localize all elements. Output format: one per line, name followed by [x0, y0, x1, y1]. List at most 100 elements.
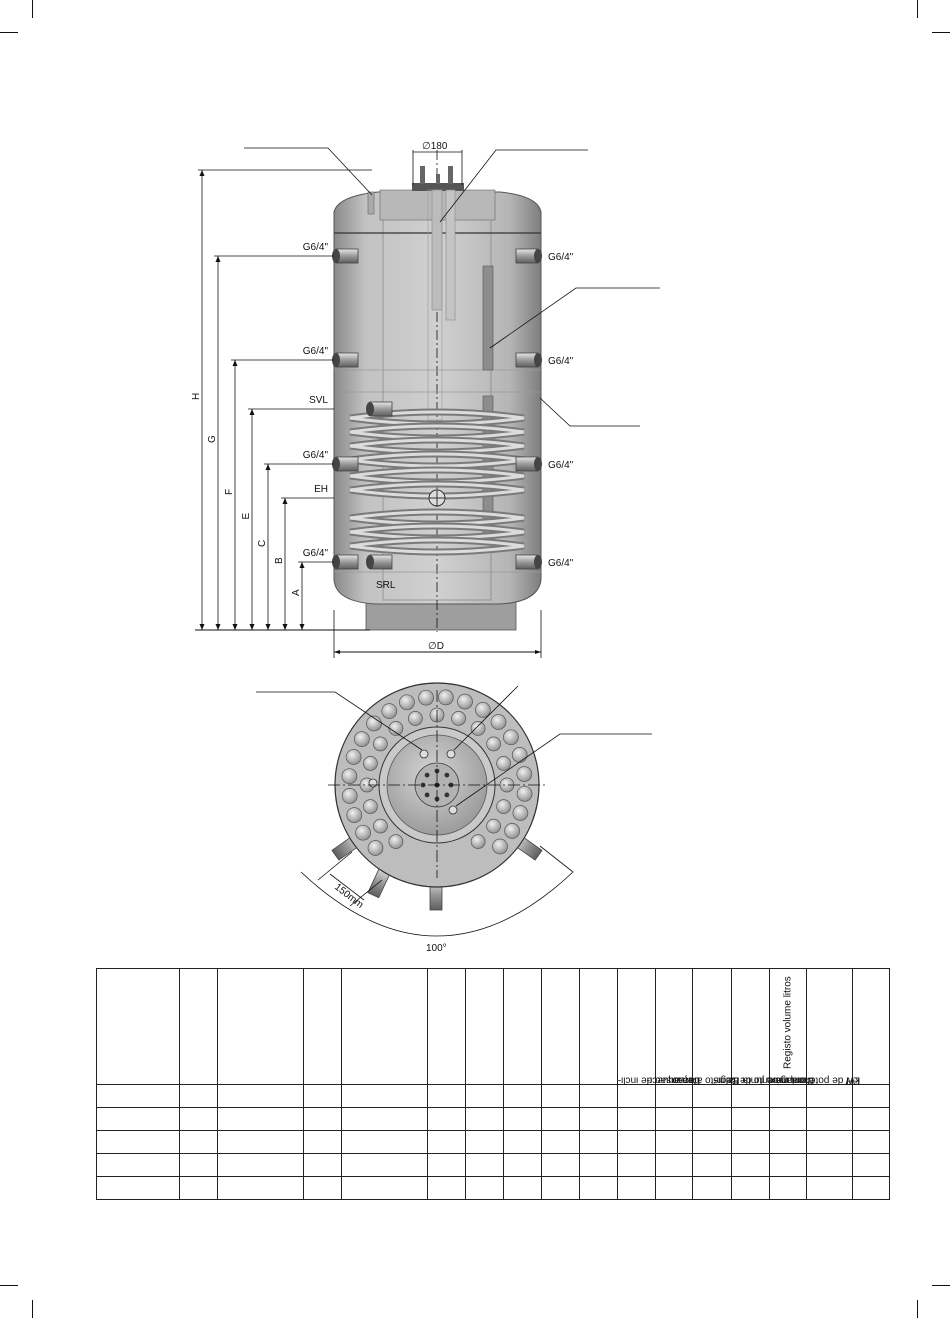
- dim-angle: 100°: [426, 943, 447, 954]
- table-cell: [617, 1130, 656, 1154]
- coil-turn: [349, 538, 525, 554]
- table-row: [96, 1176, 890, 1200]
- pipe-nipple: [332, 456, 359, 472]
- table-cell: [806, 1084, 853, 1108]
- insulation-hole: [516, 785, 533, 802]
- insulation-hole: [399, 694, 415, 711]
- table-header-cell: [217, 968, 304, 1085]
- height-dim-label: G: [207, 435, 218, 443]
- table-header-cell: EH de potência máx.kW: [767, 968, 890, 1086]
- coil-turn: [349, 410, 525, 426]
- table-cell: [427, 1153, 466, 1177]
- table-cell: [692, 1153, 732, 1177]
- insulation-hole: [381, 703, 398, 719]
- pipe-nipple: [366, 401, 393, 417]
- flange-bolt: [444, 772, 450, 778]
- table-cell: [731, 1176, 770, 1200]
- table-cell: [769, 1130, 807, 1154]
- crop-mark: [917, 0, 918, 18]
- height-dim-label: F: [224, 489, 235, 495]
- insulation-hole: [511, 747, 528, 763]
- table-cell: [617, 1176, 656, 1200]
- connection-label-left: SVL: [309, 395, 328, 406]
- crop-mark: [0, 32, 18, 33]
- header-label: Registo volume litros: [782, 976, 794, 1069]
- table-cell: [217, 1130, 304, 1154]
- table-cell: [541, 1176, 580, 1200]
- insulation-hole: [490, 714, 507, 730]
- insulation-hole: [516, 766, 533, 782]
- table-cell: [655, 1176, 693, 1200]
- table-cell: [427, 1130, 466, 1154]
- table-cell: [303, 1107, 342, 1131]
- vertical-header: EH de potência máx.kW: [767, 1074, 860, 1086]
- tank-elevation: ∅180 ∅D SRL HGFECBAG6/4"G6/4"SVLG6/4"EHG…: [191, 141, 660, 658]
- connection-label-right: G6/4": [548, 252, 574, 263]
- table-cell: [341, 1084, 428, 1108]
- connection-label-left: G6/4": [303, 346, 329, 357]
- height-dim-label: A: [291, 589, 302, 596]
- coil-turn: [349, 468, 525, 484]
- connection-label-left: G6/4": [303, 242, 329, 253]
- table-cell: [769, 1084, 807, 1108]
- table-row: [96, 1153, 890, 1177]
- pipe-nipple: [332, 248, 359, 264]
- table-cell: [731, 1153, 770, 1177]
- table-cell: [806, 1130, 853, 1154]
- table-cell: [427, 1107, 466, 1131]
- table-cell: [655, 1130, 693, 1154]
- table-header-cell: [579, 968, 618, 1085]
- table-cell: [179, 1176, 218, 1200]
- flange-bolt: [444, 792, 450, 798]
- insulation-hole: [475, 702, 491, 718]
- table-cell: [96, 1176, 180, 1200]
- table-cell: [179, 1084, 218, 1108]
- coil-turn: [349, 524, 525, 540]
- table-cell: [731, 1107, 770, 1131]
- table-cell: [503, 1107, 542, 1131]
- table-cell: [341, 1107, 428, 1131]
- vertical-header: Registo volume litros: [770, 970, 806, 1080]
- table-cell: [617, 1153, 656, 1177]
- connection-label-right: G6/4": [548, 460, 574, 471]
- table-row: [96, 1084, 890, 1108]
- table-cell: [692, 1130, 732, 1154]
- insulation-hole: [363, 799, 378, 814]
- table-cell: [179, 1130, 218, 1154]
- dim-spacing: 150mm: [332, 882, 365, 911]
- insulation-hole: [341, 788, 358, 804]
- pipe-nipple: [515, 248, 542, 264]
- insulation-hole: [366, 715, 382, 732]
- table-cell: [465, 1107, 504, 1131]
- crop-mark: [917, 1300, 918, 1318]
- insulation-hole: [345, 749, 362, 765]
- table-cell: [852, 1130, 890, 1154]
- insulation-hole: [486, 736, 501, 752]
- table-cell: [655, 1153, 693, 1177]
- table-header-cell: Dimensão de incli-nação: [618, 968, 732, 1086]
- table-cell: [503, 1176, 542, 1200]
- table-header-cell: [655, 968, 693, 1085]
- table-header-cell: Registo volume litros: [769, 968, 807, 1085]
- table-cell: [731, 1130, 770, 1154]
- table-cell: [427, 1084, 466, 1108]
- height-dimensions: HGFECBAG6/4"G6/4"SVLG6/4"EHG6/4"G6/4"G6/…: [191, 169, 574, 631]
- table-cell: [579, 1130, 618, 1154]
- table-header-cell: Registo área aqueci-da m²: [647, 968, 770, 1086]
- coil-turn: [349, 510, 525, 526]
- table-cell: [579, 1153, 618, 1177]
- table-cell: [341, 1153, 428, 1177]
- table-header-cell: [341, 968, 428, 1085]
- flange-bolt: [424, 792, 430, 798]
- table-cell: [503, 1130, 542, 1154]
- connection-label-right: G6/4": [548, 356, 574, 367]
- table-cell: [465, 1176, 504, 1200]
- table-cell: [617, 1084, 656, 1108]
- table-row: [96, 1130, 890, 1154]
- table-header-cell: [96, 968, 180, 1085]
- pipe-nipple: [515, 456, 542, 472]
- table-cell: [465, 1130, 504, 1154]
- table-cell: [303, 1176, 342, 1200]
